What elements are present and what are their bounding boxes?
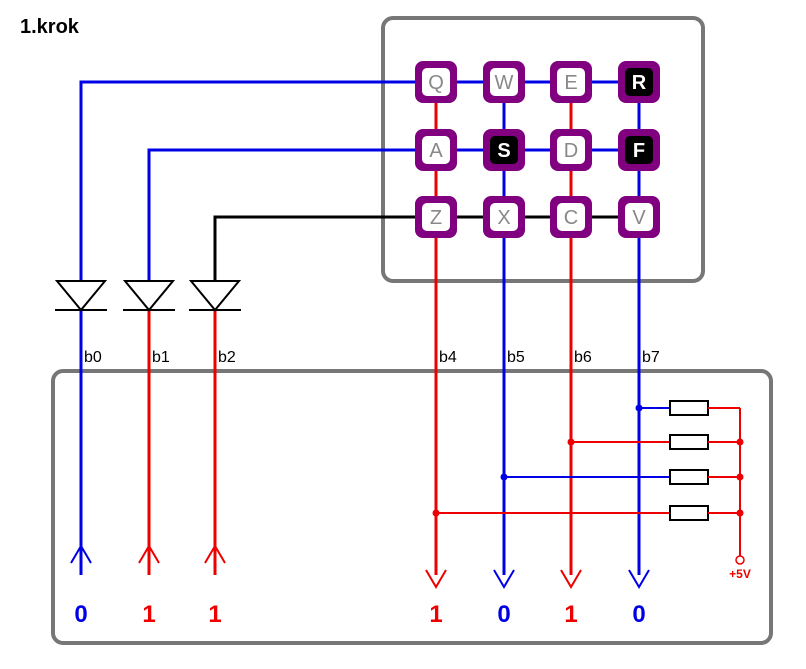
key-a: A [415, 129, 457, 171]
value-b7: 0 [632, 601, 645, 628]
bit-label-b5: b5 [507, 349, 525, 366]
bit-label-b1: b1 [152, 349, 170, 366]
key-d: D [550, 129, 592, 171]
step-title: 1.krok [20, 16, 80, 38]
value-b5: 0 [497, 601, 510, 628]
junction-dot [736, 438, 744, 446]
pullup-resistors-layer [432, 400, 745, 565]
junction-dot [567, 438, 575, 446]
key-face [490, 68, 518, 96]
key-face [422, 203, 450, 231]
output-arrow [493, 569, 515, 589]
junction-dot [432, 509, 440, 517]
input-arrow [70, 544, 92, 564]
supply-terminal [735, 555, 745, 565]
key-q: Q [415, 61, 457, 103]
value-b0: 0 [74, 601, 87, 628]
key-label: E [564, 72, 577, 94]
key-label: V [632, 207, 646, 229]
output-arrow [628, 569, 650, 589]
key-e: E [550, 61, 592, 103]
value-b6: 1 [564, 601, 577, 628]
key-v: V [618, 196, 660, 238]
key-label: X [497, 207, 510, 229]
input-arrow [138, 544, 160, 564]
junction-dot [500, 473, 508, 481]
key-s: S [483, 129, 525, 171]
resistor [669, 434, 709, 450]
output-arrow [560, 569, 582, 589]
key-label: R [632, 72, 647, 94]
diode-symbol [122, 280, 176, 312]
resistor [669, 400, 709, 416]
resistor [669, 469, 709, 485]
key-face [557, 203, 585, 231]
diodes-layer [54, 280, 242, 312]
value-b4: 1 [429, 601, 442, 628]
key-z: Z [415, 196, 457, 238]
key-face [625, 68, 653, 96]
labels-layer: +5V b0 0 b1 1 b2 1 b4 1 b5 0 b6 1 b7 0 [74, 349, 751, 628]
key-label: F [633, 140, 645, 162]
key-c: C [550, 196, 592, 238]
bit-label-b4: b4 [439, 349, 457, 366]
row-feed-wire [147, 148, 436, 281]
bit-label-b7: b7 [642, 349, 660, 366]
key-w: W [483, 61, 525, 103]
bit-label-b6: b6 [574, 349, 592, 366]
controller-frame [51, 369, 773, 645]
key-label: C [564, 207, 578, 229]
junction-dot [635, 404, 643, 412]
supply-label: +5V [729, 567, 751, 581]
value-b1: 1 [142, 601, 155, 628]
output-arrow [425, 569, 447, 589]
key-label: D [564, 140, 578, 162]
key-label: W [495, 72, 514, 94]
value-b2: 1 [208, 601, 221, 628]
bit-label-b2: b2 [218, 349, 236, 366]
key-face [625, 203, 653, 231]
key-label: A [429, 140, 443, 162]
diode-symbol [54, 280, 108, 312]
resistor [669, 505, 709, 521]
key-label: Q [428, 72, 444, 94]
input-arrow [204, 544, 226, 564]
key-face [490, 136, 518, 164]
row-feed-wire [79, 80, 436, 281]
key-face [625, 136, 653, 164]
junction-dot [736, 509, 744, 517]
key-r: R [618, 61, 660, 103]
junction-dot [736, 473, 744, 481]
key-face [557, 68, 585, 96]
diode-symbol [188, 280, 242, 312]
key-label: S [497, 140, 510, 162]
key-face [557, 136, 585, 164]
row-feed-wire [213, 215, 436, 281]
key-face [490, 203, 518, 231]
keys-layer: Q W E R A S D F Z X C V [415, 61, 660, 238]
key-label: Z [430, 207, 442, 229]
key-f: F [618, 129, 660, 171]
key-x: X [483, 196, 525, 238]
key-face [422, 68, 450, 96]
key-face [422, 136, 450, 164]
bit-label-b0: b0 [84, 349, 102, 366]
